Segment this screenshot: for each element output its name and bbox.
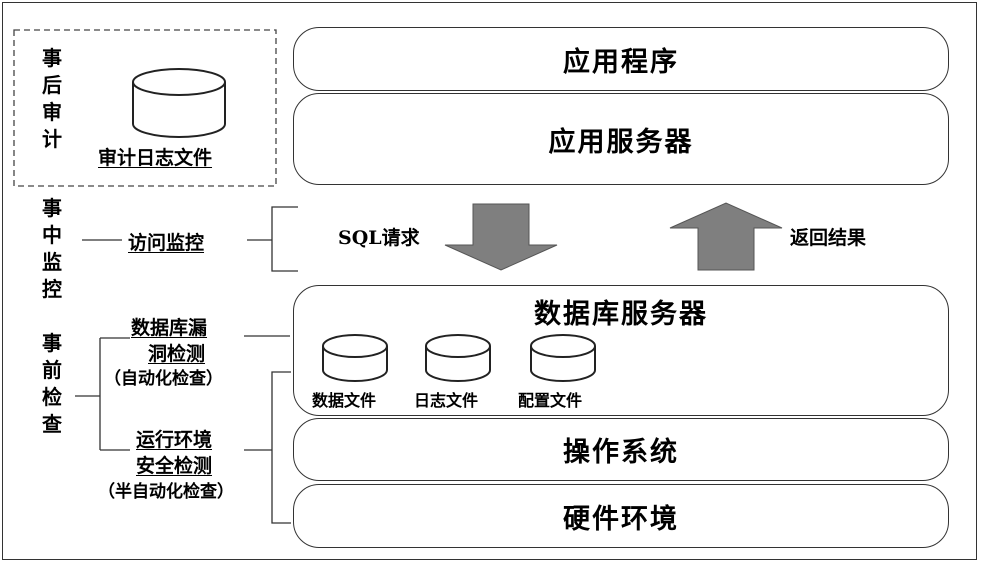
pre-check-label: 事前检查 xyxy=(42,331,62,436)
access-monitor-label: 访问监控 xyxy=(128,232,205,254)
os-layer-label: 操作系统 xyxy=(563,437,679,468)
env-check-label-line1: 运行环境 xyxy=(136,429,213,451)
data-file-label: 数据文件 xyxy=(312,391,377,410)
db-server-layer: 数据库服务器 xyxy=(293,285,949,416)
env-bracket xyxy=(271,371,291,524)
access-monitor-bracket xyxy=(271,206,298,272)
application-layer: 应用程序 xyxy=(293,27,949,91)
app-server-layer-label: 应用服务器 xyxy=(548,126,694,158)
pre-check-tree xyxy=(75,337,130,451)
db-vuln-note: （自动化检查） xyxy=(104,369,223,389)
application-layer-label: 应用程序 xyxy=(563,46,679,78)
env-check-label-line2: 安全检测 xyxy=(136,455,213,477)
sql-request-label: SQL请求 xyxy=(338,227,420,249)
post-audit-label: 事后审计 xyxy=(42,46,62,151)
db-vuln-label-line1: 数据库漏 xyxy=(131,317,208,339)
hardware-layer-label: 硬件环境 xyxy=(563,503,679,535)
app-server-layer: 应用服务器 xyxy=(293,93,949,185)
env-check-note: （半自动化检查） xyxy=(98,482,234,502)
config-file-label: 配置文件 xyxy=(518,391,583,410)
return-result-label: 返回结果 xyxy=(790,227,867,249)
os-layer: 操作系统 xyxy=(293,418,949,481)
audit-log-file-label: 审计日志文件 xyxy=(98,147,213,169)
data-file-icon xyxy=(322,334,388,382)
config-file-icon xyxy=(530,334,596,382)
audit-log-cylinder-icon xyxy=(132,68,226,138)
db-vuln-label-line2: 洞检测 xyxy=(148,343,206,365)
sql-request-arrow-icon xyxy=(444,203,558,271)
return-result-arrow-icon xyxy=(669,202,783,271)
audit-dashed-box xyxy=(13,29,277,187)
diagram-frame xyxy=(2,2,977,560)
log-file-icon xyxy=(425,334,491,382)
db-server-layer-label: 数据库服务器 xyxy=(534,299,708,330)
log-file-label: 日志文件 xyxy=(414,391,479,410)
hardware-layer: 硬件环境 xyxy=(293,484,949,548)
during-monitor-label: 事中监控 xyxy=(42,196,62,301)
